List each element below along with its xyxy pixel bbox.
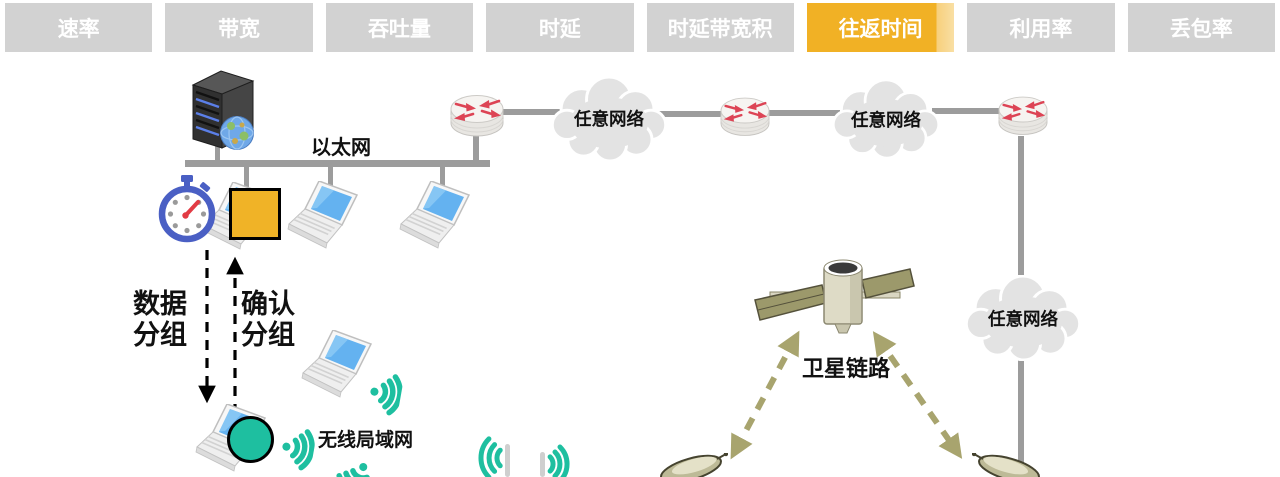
laptop-icon-3	[398, 181, 478, 249]
ap-antenna-left	[505, 444, 510, 477]
tab-bandwidth[interactable]: 带宽	[165, 3, 313, 52]
router-icon-2	[718, 93, 772, 141]
packet-arrows	[198, 250, 244, 414]
any-network-label-1: 任意网络	[574, 109, 644, 129]
tab-round-trip-time[interactable]: 往返时间	[806, 3, 955, 52]
wifi-signal-icon-2	[270, 423, 317, 473]
satellite-uplink-arrow-right	[872, 331, 963, 459]
tab-delay[interactable]: 时延	[486, 3, 634, 52]
metric-tabbar: 速率 带宽 吞吐量 时延 时延带宽积 往返时间 利用率 丢包率	[0, 3, 1280, 52]
ap-antenna-right	[540, 452, 545, 477]
server-drop-line	[215, 144, 220, 161]
tab-utilization[interactable]: 利用率	[967, 3, 1115, 52]
link-cloud2-router3	[932, 108, 1006, 114]
laptop3-drop-line	[440, 166, 445, 193]
packet-circle	[227, 416, 274, 463]
satellite-uplink-arrow-left	[730, 330, 800, 460]
laptop2-drop-line	[328, 166, 333, 193]
data-packet-square	[229, 188, 281, 240]
any-network-label-3: 任意网络	[988, 309, 1058, 329]
data-packet-label-line1: 数据	[133, 289, 187, 319]
stopwatch-icon	[158, 175, 216, 243]
tab-rate[interactable]: 速率	[5, 3, 153, 52]
ack-packet-label: 确认 分组	[241, 289, 295, 351]
satellite-icon	[754, 259, 915, 334]
router1-drop-line	[473, 136, 479, 161]
link-router1-cloud1	[500, 109, 560, 115]
router-icon-1	[448, 90, 506, 142]
satellite-dish-icon-right	[972, 453, 1046, 477]
laptop1-drop-line	[244, 166, 249, 195]
ack-packet-label-line2: 分组	[241, 320, 295, 350]
satellite-dish-icon-left	[654, 453, 728, 477]
laptop-icon-2	[286, 181, 366, 249]
link-router2-cloud2	[768, 110, 840, 116]
wireless-ap-icon	[478, 436, 570, 477]
ap-signal-arcs	[478, 436, 570, 477]
wifi-signal-icon-1	[359, 368, 404, 418]
server-icon	[191, 70, 255, 150]
ethernet-label: 以太网	[311, 137, 371, 159]
data-packet-label-line2: 分组	[133, 320, 187, 350]
router-icon-3	[996, 92, 1050, 140]
satellite-link-arrows	[730, 330, 963, 460]
tab-bandwidth-delay-product[interactable]: 时延带宽积	[646, 3, 794, 52]
ack-packet-label-line1: 确认	[241, 289, 295, 319]
data-packet-label: 数据 分组	[133, 289, 187, 351]
tab-throughput[interactable]: 吞吐量	[325, 3, 474, 52]
link-cloud1-router2	[656, 111, 728, 117]
ethernet-bus-line	[185, 160, 490, 167]
wlan-label: 无线局域网	[318, 430, 414, 451]
globe-icon	[220, 116, 254, 150]
tab-packet-loss[interactable]: 丢包率	[1127, 3, 1275, 52]
any-network-label-2: 任意网络	[851, 110, 921, 130]
